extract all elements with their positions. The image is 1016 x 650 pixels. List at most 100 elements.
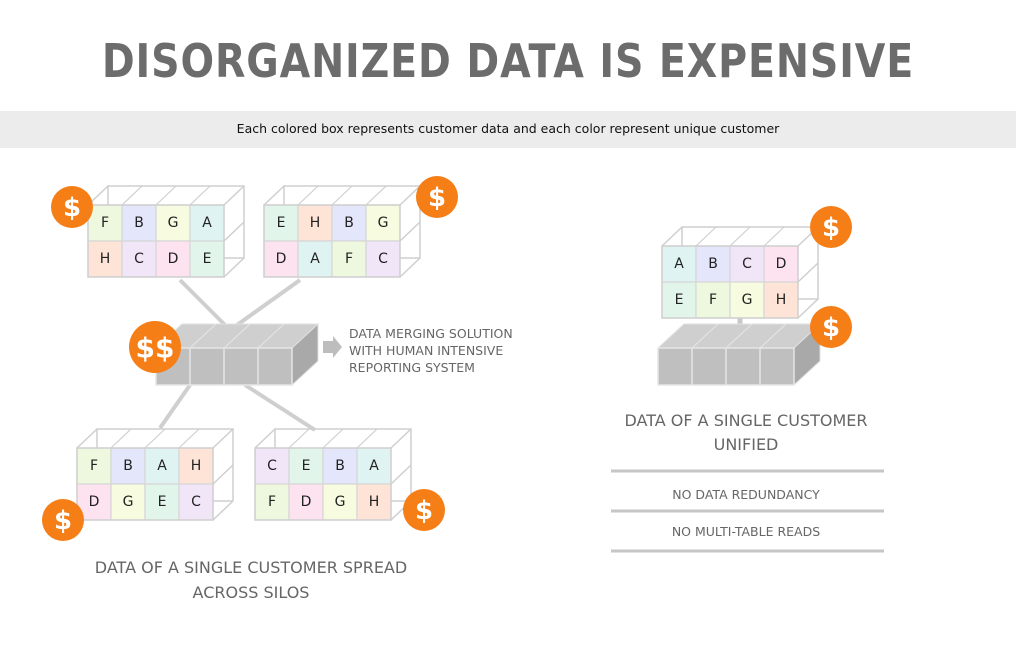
slab-top-divider <box>759 323 787 349</box>
cell-letter: C <box>378 251 388 267</box>
merge-note-line: WITH HUMAN INTENSIVE <box>349 343 503 358</box>
box-front-frame <box>263 204 401 278</box>
cell-letter: G <box>335 494 346 510</box>
subtitle: Each colored box represents customer dat… <box>236 121 780 136</box>
connector-line <box>243 383 317 432</box>
coin-symbol: $ <box>428 183 446 213</box>
merge-note-line: DATA MERGING SOLUTION <box>349 326 513 341</box>
data-cell <box>144 447 180 485</box>
cell-letter: A <box>674 256 684 272</box>
cell-letter: C <box>134 251 144 267</box>
cell-letter: A <box>202 215 212 231</box>
box-edge <box>212 500 234 521</box>
box-top-divider <box>189 185 211 206</box>
data-cell <box>155 204 191 242</box>
cell-letter: B <box>708 256 718 272</box>
subtitle-band <box>0 111 1016 148</box>
data-cell <box>763 281 799 319</box>
page-title: DISORGANIZED DATA IS EXPENSIVE <box>101 34 915 88</box>
dollar-coin-icon: $ <box>810 206 852 248</box>
box-top-divider <box>144 428 166 449</box>
merge-slab <box>154 322 320 387</box>
coin-symbol: $ <box>63 193 81 223</box>
right-arrow-icon <box>323 336 342 358</box>
cell-letter: D <box>168 251 179 267</box>
box-edge <box>399 185 421 206</box>
benefit-item: NO MULTI-TABLE READS <box>672 524 820 539</box>
cell-letter: H <box>310 215 321 231</box>
unified-slab <box>656 322 822 387</box>
cell-letter: H <box>776 292 787 308</box>
box-edge <box>399 221 421 242</box>
coin-symbol: $ <box>822 213 840 243</box>
cell-letter: C <box>742 256 752 272</box>
box-top-divider <box>356 428 378 449</box>
double-dollar-coin-icon: $$ <box>129 321 181 373</box>
cell-letter: A <box>310 251 320 267</box>
box-edge <box>797 262 819 283</box>
box-edge <box>390 428 412 449</box>
cell-letter: H <box>191 458 202 474</box>
cell-letter: G <box>378 215 389 231</box>
coin-circle <box>51 186 93 228</box>
coin-symbol: $ <box>822 313 840 343</box>
dollar-coin-icon: $ <box>416 176 458 218</box>
right-caption-line: UNIFIED <box>714 435 779 454</box>
left-caption-line: ACROSS SILOS <box>193 583 310 602</box>
coin-circle <box>810 306 852 348</box>
data-cell <box>661 281 697 319</box>
coin-circle <box>810 206 852 248</box>
connector-line <box>178 278 232 332</box>
box-top-divider <box>155 185 177 206</box>
cell-letter: D <box>776 256 787 272</box>
box-top-divider <box>288 428 310 449</box>
slab-top-divider <box>223 323 251 349</box>
cell-letter: F <box>101 215 109 231</box>
cell-letter: H <box>369 494 380 510</box>
box-top-divider <box>322 428 344 449</box>
cell-letter: C <box>191 494 201 510</box>
coin-circle <box>403 489 445 531</box>
cell-letter: A <box>369 458 379 474</box>
box-edge <box>223 221 245 242</box>
coin-circle <box>42 499 84 541</box>
cell-letter: D <box>89 494 100 510</box>
cell-letter: D <box>276 251 287 267</box>
cell-letter: F <box>90 458 98 474</box>
box-edge <box>212 428 234 449</box>
benefit-item: NO DATA REDUNDANCY <box>672 487 820 502</box>
connector-line <box>228 278 302 332</box>
cell-letter: C <box>267 458 277 474</box>
cell-letter: F <box>345 251 353 267</box>
cell-letter: E <box>158 494 167 510</box>
slab-top-divider <box>725 323 753 349</box>
cell-letter: B <box>344 215 354 231</box>
data-cell <box>178 483 214 521</box>
box-edge <box>263 185 285 206</box>
box-top-divider <box>729 226 751 247</box>
cell-letter: A <box>157 458 167 474</box>
slab-top-divider <box>189 323 217 349</box>
cell-letter: E <box>675 292 684 308</box>
box-front-frame <box>661 245 799 319</box>
box-edge <box>254 428 276 449</box>
box-top-divider <box>110 428 132 449</box>
connector-line <box>158 383 192 430</box>
data-cell <box>365 240 401 278</box>
cell-letter: F <box>709 292 717 308</box>
box-edge <box>212 464 234 485</box>
box-top-divider <box>695 226 717 247</box>
cell-letter: B <box>123 458 133 474</box>
cell-letter: F <box>268 494 276 510</box>
cell-letter: E <box>203 251 212 267</box>
cell-letter: G <box>168 215 179 231</box>
left-caption-line: DATA OF A SINGLE CUSTOMER SPREAD <box>95 558 407 577</box>
box-top-divider <box>331 185 353 206</box>
box-top-divider <box>297 185 319 206</box>
slab-top-divider <box>691 323 719 349</box>
